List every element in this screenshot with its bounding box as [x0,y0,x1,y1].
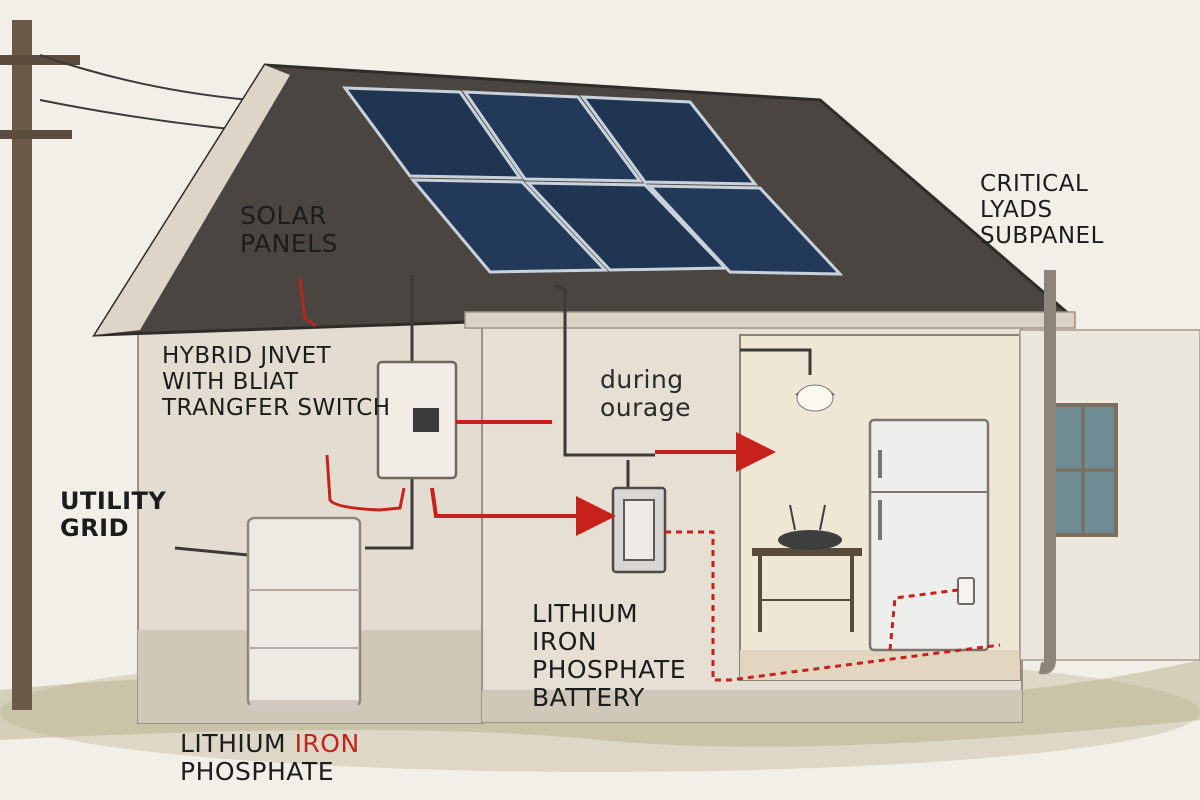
battery-bottom-line1: LITHIUM IRON [180,730,360,758]
solar-panels-label-line2: PANELS [240,229,338,258]
battery-label: LITHIUM IRON PHOSPHATE BATTERY [532,600,686,712]
utility-grid-label: UTILITY GRID [60,488,166,542]
ceiling-lamp [795,384,835,412]
outage-label-line2: ourage [600,393,691,422]
critical-loads-label-line2: LYADS [980,196,1053,223]
solar-array [341,86,844,276]
utility-grid-label-line1: UTILITY [60,487,167,515]
room-floor [740,650,1020,680]
battery-label-line1: LITHIUM [532,599,639,628]
solar-panels-label-line1: SOLAR [240,201,328,230]
refrigerator [868,418,990,652]
critical-loads-label-line3: SUBPANEL [980,222,1104,249]
conduit-lines [174,275,812,557]
critical-loads-subpanel [611,486,667,574]
solar-panels-label: SOLAR PANELS [240,202,338,258]
table-router [752,504,862,632]
battery-label-line4: BATTERY [532,683,645,712]
battery-label-line2: IRON [532,627,598,656]
battery-bottom-label: LITHIUM IRON PHOSPHATE [180,730,360,786]
battery-bottom-line1-b: IRON [294,729,360,758]
critical-loads-label-line1: CRITICAL [980,171,1089,197]
battery-bottom-line2: PHOSPHATE [180,757,335,786]
battery-cabinet [246,516,362,710]
utility-pole [0,20,251,710]
wall-outlet [957,577,975,605]
foundation-front [482,690,1022,722]
roof-trim [95,65,290,335]
power-flow-arrows [298,277,1001,682]
battery-label-line3: PHOSPHATE [532,655,687,684]
battery-bottom-line1-a: LITHIUM [180,729,295,758]
downspout [1038,270,1056,675]
eave [464,311,1076,329]
inverter-label-line2: WITH BLIAT [162,368,299,395]
outage-label-line1: during [600,365,684,394]
inverter-label-line3: TRANGFER SWITCH [162,394,391,421]
inverter-label-line1: HYBRID JNVET [162,343,332,369]
critical-loads-label: CRITICAL LYADS SUBPANEL [980,171,1104,249]
outage-label: during ourage [600,366,691,422]
utility-grid-label-line2: GRID [60,513,130,542]
inverter-label: HYBRID JNVET WITH BLIAT TRANGFER SWITCH [162,343,391,421]
